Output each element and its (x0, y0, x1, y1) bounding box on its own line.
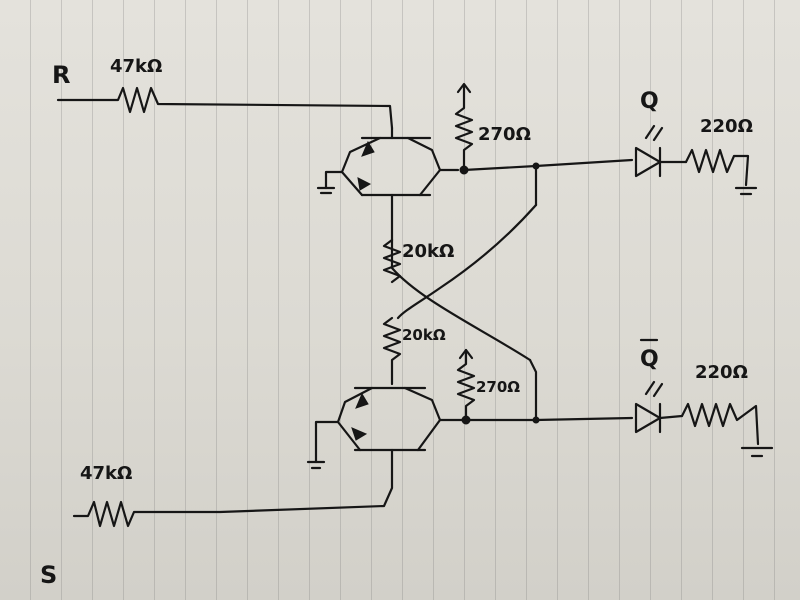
input-s-wire (72, 448, 394, 528)
top-transistor (316, 126, 469, 242)
output-q-label: Q (640, 89, 659, 114)
q-bar-output-wire (464, 358, 634, 424)
output-q-bar-group: Q (639, 338, 659, 372)
q-led (634, 124, 688, 178)
bottom-transistor (306, 386, 471, 470)
input-r-label: R (52, 61, 70, 89)
cross-coupling-wires (390, 203, 538, 362)
q-led-resistor (684, 148, 758, 196)
q-led-resistor-label: 220Ω (700, 116, 753, 137)
s-input-resistor-label: 47kΩ (80, 463, 132, 484)
bottom-pullup-label: 270Ω (476, 378, 520, 396)
top-cross-resistor (382, 238, 402, 284)
input-r-wire (56, 86, 394, 130)
top-pullup-resistor (454, 82, 474, 172)
top-cross-resistor-label: 20kΩ (402, 241, 454, 262)
bottom-pullup-resistor (456, 348, 476, 422)
q-bar-led-resistor-label: 220Ω (695, 362, 748, 383)
q-bar-led (634, 380, 684, 434)
output-q-bar-label: Q (640, 347, 659, 372)
r-input-resistor-label: 47kΩ (110, 56, 162, 77)
q-bar-led-resistor (680, 402, 774, 458)
q-output-wire (462, 158, 634, 207)
bottom-cross-resistor (382, 316, 402, 386)
input-s-label: S (40, 561, 57, 589)
bottom-cross-resistor-label: 20kΩ (402, 326, 446, 344)
top-pullup-label: 270Ω (478, 124, 531, 145)
